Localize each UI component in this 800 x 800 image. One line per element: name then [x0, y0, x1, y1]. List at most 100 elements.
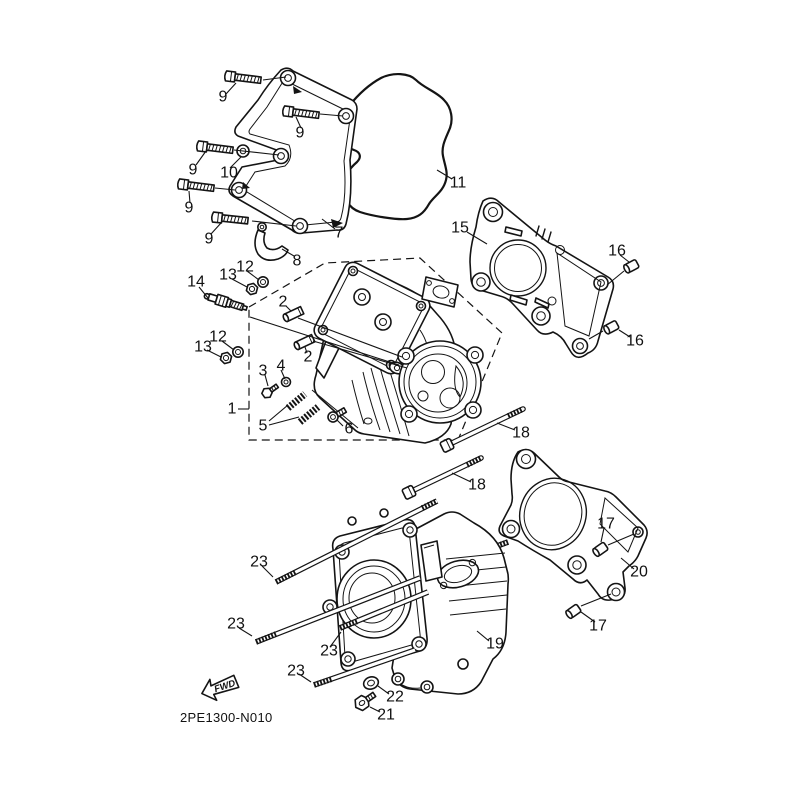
callout-8: 8: [293, 253, 302, 270]
dowel-sleeve-2: [293, 333, 316, 351]
leader-line: [231, 278, 248, 288]
callout-9: 9: [189, 162, 198, 179]
dowel-pin-16: [621, 258, 641, 275]
dowel-sleeve-2: [282, 305, 305, 323]
stud-5: [285, 391, 321, 425]
callout-23: 23: [287, 663, 305, 680]
callout-10: 10: [220, 165, 238, 182]
leader-line: [229, 156, 242, 169]
spark-plug: [203, 292, 248, 312]
stud-23: [254, 575, 422, 645]
stud-23: [313, 647, 416, 688]
callout-23: 23: [250, 554, 268, 571]
head-bolt-18: [401, 455, 484, 500]
leader-line: [238, 627, 253, 637]
callout-16: 16: [626, 333, 644, 350]
leader-line: [377, 685, 390, 695]
leader-line: [312, 340, 408, 369]
callout-9: 9: [296, 125, 305, 142]
leader-line: [285, 305, 292, 312]
leader-line: [261, 565, 274, 578]
dowel-pin-16: [601, 319, 621, 336]
leader-line: [298, 673, 312, 683]
leader-line: [198, 286, 209, 299]
stud-23: [274, 498, 439, 585]
leader-line: [496, 422, 516, 431]
cylinder-block: [322, 508, 510, 695]
callout-17: 17: [597, 516, 615, 533]
leader-line: [268, 404, 289, 422]
callout-5: 5: [259, 418, 268, 435]
washer-4: [280, 376, 292, 388]
leader-line: [246, 270, 260, 281]
leader-line: [264, 374, 269, 387]
head-bolt-18: [439, 406, 526, 453]
washer-22: [362, 676, 380, 690]
diagram-code: 2PE1300-N010: [180, 710, 273, 725]
callout-3: 3: [259, 363, 268, 380]
leader-line: [281, 248, 295, 257]
callout-2: 2: [304, 349, 313, 366]
leader-line: [214, 187, 236, 191]
callout-9: 9: [219, 89, 228, 106]
leader-line: [619, 254, 630, 263]
leader-line: [607, 533, 635, 546]
leader-line: [249, 316, 400, 366]
callout-11: 11: [450, 175, 467, 192]
leader-line: [588, 330, 604, 340]
fwd-arrow: FWD: [201, 674, 240, 702]
bolt-3: [261, 383, 280, 399]
head-cover-gasket: [334, 73, 453, 221]
leader-line: [206, 349, 222, 358]
leader-line: [195, 150, 207, 166]
leader-line: [304, 346, 308, 354]
callout-7: 7: [335, 225, 344, 242]
leader-lines: [188, 76, 635, 713]
leader-line: [618, 329, 631, 338]
callout-21: 21: [377, 707, 395, 724]
leader-line: [451, 472, 472, 483]
base-gasket: [498, 448, 648, 602]
drain-bolt-21: [354, 691, 377, 712]
callout-13: 13: [219, 267, 237, 284]
callout-15: 15: [451, 220, 469, 237]
cable-holder: [254, 222, 289, 261]
callout-22: 22: [386, 689, 404, 706]
callout-23: 23: [227, 616, 245, 633]
leader-line: [580, 593, 612, 607]
callout-12: 12: [236, 259, 254, 276]
leader-line: [620, 557, 635, 570]
fwd-label: FWD: [213, 678, 237, 695]
leader-line: [476, 630, 490, 642]
leader-line: [436, 169, 453, 180]
cylinder-head: [311, 261, 484, 444]
callout-9: 9: [205, 231, 214, 248]
callout-12: 12: [209, 329, 227, 346]
leader-line: [466, 231, 488, 245]
leader-line: [225, 82, 237, 95]
leader-line: [262, 76, 287, 81]
leader-line: [319, 113, 344, 117]
head-gasket: [469, 197, 615, 359]
leader-line: [580, 611, 596, 623]
callout-1: 1: [228, 401, 237, 418]
leader-line: [251, 220, 297, 227]
leader-line: [280, 369, 286, 380]
dowel-pin-17: [563, 603, 583, 621]
leader-line: [188, 190, 191, 204]
leader-line: [329, 631, 342, 648]
callout-23: 23: [320, 643, 338, 660]
leader-line: [606, 270, 625, 286]
washer-12: [232, 345, 244, 359]
callout-18: 18: [468, 477, 486, 494]
callout-20: 20: [630, 564, 648, 581]
plug-nut-13: [218, 350, 234, 366]
leader-line: [321, 218, 336, 230]
callout-6: 6: [345, 421, 354, 438]
callout-9: 9: [185, 200, 194, 217]
leader-line: [297, 317, 403, 358]
callout-4: 4: [277, 358, 286, 375]
callout-13: 13: [194, 339, 212, 356]
leader-line: [210, 222, 222, 235]
